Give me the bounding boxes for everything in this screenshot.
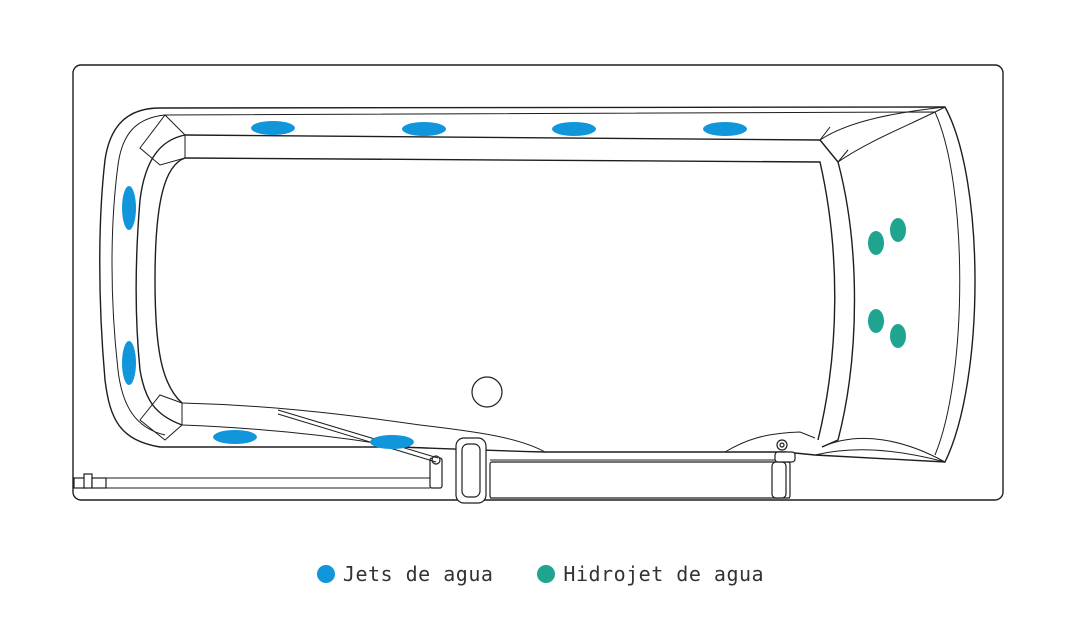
water-jets [122, 121, 747, 449]
jet-marker-top-4 [703, 122, 747, 136]
hidrojets [868, 218, 906, 348]
jet-marker-top-1 [251, 121, 295, 135]
central-block-inner [461, 443, 481, 498]
legend-label-hidrojet: Hidrojet de agua [563, 562, 765, 586]
legend: Jets de agua Hidrojet de agua [0, 556, 1081, 592]
tub-rim-frame [72, 64, 1004, 501]
screen-rod [277, 409, 439, 463]
jet-marker-bottom-1 [213, 430, 257, 444]
legend-item-hidrojet: Hidrojet de agua [537, 562, 764, 586]
hidrojet-marker-1 [868, 231, 884, 255]
headrest-area [814, 106, 946, 463]
jet-marker-bottom-2 [370, 435, 414, 449]
hidrojet-marker-3 [868, 309, 884, 333]
jet-marker-left-2 [122, 341, 136, 385]
jet-swatch-icon [316, 565, 335, 583]
tub-shell-contour [111, 111, 961, 456]
legend-label-jets: Jets de agua [342, 562, 494, 586]
bathtub-jet-layout-diagram [72, 64, 1004, 504]
jet-marker-top-2 [402, 122, 446, 136]
hidrojet-marker-2 [890, 218, 906, 242]
left-lower-bevel [139, 394, 183, 441]
front-apron [75, 459, 790, 499]
legend-item-jets: Jets de agua [316, 562, 494, 586]
tub-outer-shell [99, 106, 976, 463]
jet-marker-top-3 [552, 122, 596, 136]
jet-marker-left-1 [122, 186, 136, 230]
right-panel-end [771, 461, 787, 499]
left-fitting [73, 473, 107, 489]
right-hinge [774, 439, 796, 463]
right-panel-piece [489, 461, 791, 499]
hidrojet-swatch-icon [537, 565, 556, 583]
left-bevel [139, 114, 186, 166]
tub-inner-basin [135, 134, 856, 448]
drain-icon [471, 376, 503, 408]
right-lower-bump [724, 431, 816, 453]
hidrojet-marker-4 [890, 324, 906, 348]
